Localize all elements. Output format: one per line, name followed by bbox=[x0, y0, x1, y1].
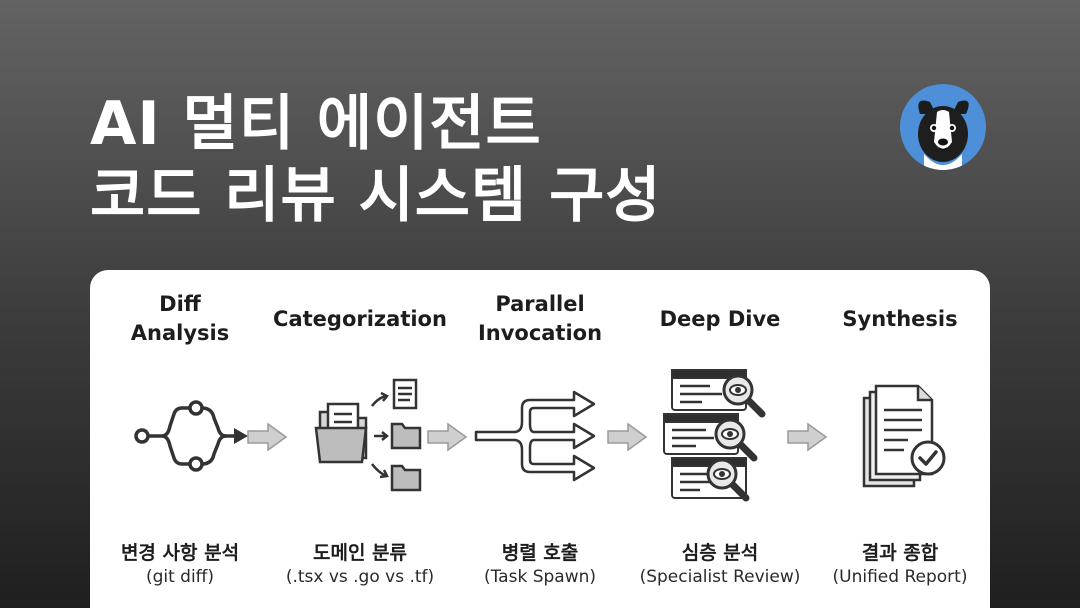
step-title: Deep Dive bbox=[659, 306, 781, 331]
flow-arrow-icon bbox=[607, 422, 648, 452]
step-categorization: Categorization bbox=[270, 270, 450, 608]
step-title: Synthesis bbox=[842, 306, 958, 331]
step-label-english: (.tsx vs .go vs .tf) bbox=[285, 567, 435, 587]
parallel-arrows-icon bbox=[474, 390, 596, 482]
step-diff-analysis: Diff Analysis 변경 사항 분석 (git diff) bbox=[90, 270, 270, 608]
step-label-english: (Task Spawn) bbox=[483, 567, 597, 587]
flow-arrow-icon bbox=[247, 422, 288, 452]
title-line-2: 코드 리뷰 시스템 구성 bbox=[90, 161, 662, 231]
step-label-english: (Unified Report) bbox=[832, 567, 968, 587]
step-parallel-invocation: Parallel Invocation 병렬 호출 (Task Spawn) bbox=[450, 270, 630, 608]
step-label-korean: 결과 종합 bbox=[861, 542, 939, 564]
step-label-english: (git diff) bbox=[145, 567, 215, 587]
flow-arrow-icon bbox=[427, 422, 468, 452]
page-title: AI 멀티 에이전트 코드 리뷰 시스템 구성 bbox=[90, 88, 661, 232]
step-label-korean: 병렬 호출 bbox=[501, 542, 579, 564]
step-title: Diff Analysis bbox=[130, 292, 230, 345]
workflow-card: Diff Analysis 변경 사항 분석 (git diff) Catego… bbox=[90, 270, 990, 608]
dog-avatar-icon bbox=[918, 100, 969, 170]
step-label-korean: 도메인 분류 bbox=[312, 542, 407, 564]
step-synthesis: Synthesis 결과 종합 (Unified Report) bbox=[810, 270, 990, 608]
step-label-korean: 심층 분석 bbox=[681, 542, 759, 564]
step-deep-dive: Deep Dive bbox=[630, 270, 810, 608]
code-inspect-icon bbox=[663, 369, 766, 502]
step-label-english: (Specialist Review) bbox=[639, 567, 801, 587]
title-line-1: AI 멀티 에이전트 bbox=[90, 89, 542, 159]
step-title: Categorization bbox=[273, 306, 447, 331]
flow-arrow-icon bbox=[787, 422, 828, 452]
git-branch-icon bbox=[134, 400, 248, 472]
report-check-icon bbox=[862, 384, 946, 488]
step-label-korean: 변경 사항 분석 bbox=[120, 542, 240, 564]
folder-sort-icon bbox=[314, 378, 422, 492]
step-title: Parallel Invocation bbox=[477, 292, 603, 345]
avatar bbox=[900, 84, 986, 170]
